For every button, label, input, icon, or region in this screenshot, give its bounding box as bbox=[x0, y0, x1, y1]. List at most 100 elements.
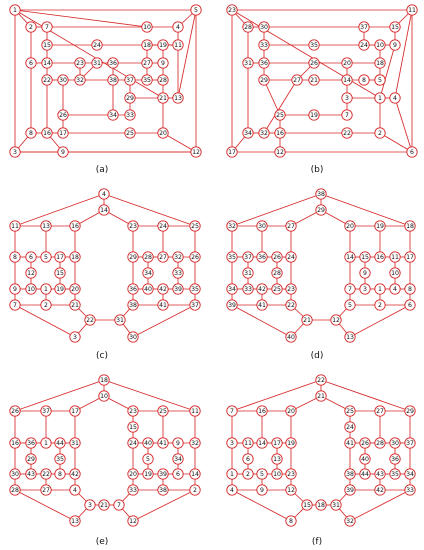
graph-node: 3 bbox=[69, 331, 81, 343]
graph-node: 21 bbox=[308, 74, 320, 86]
edge bbox=[231, 489, 292, 522]
node-label: 35 bbox=[56, 456, 64, 463]
graph-node: 6 bbox=[172, 468, 184, 480]
caption-d: (d) bbox=[311, 351, 324, 361]
node-circle bbox=[330, 314, 342, 326]
node-label: 8 bbox=[362, 77, 366, 84]
graph-node: 12 bbox=[285, 484, 297, 496]
graph-node: 23 bbox=[127, 220, 139, 232]
node-label: 29 bbox=[317, 207, 325, 214]
node-circle bbox=[9, 468, 21, 480]
node-circle bbox=[9, 405, 21, 417]
edge bbox=[162, 132, 197, 153]
node-label: 3 bbox=[345, 95, 349, 102]
node-circle bbox=[344, 437, 356, 449]
node-circle bbox=[127, 421, 139, 433]
node-circle bbox=[256, 405, 268, 417]
graph-node: 28 bbox=[271, 267, 283, 279]
graph-node: 17 bbox=[226, 146, 238, 158]
node-label: 10 bbox=[27, 286, 35, 293]
graph-node: 17 bbox=[57, 127, 69, 139]
node-label: 26 bbox=[191, 254, 199, 261]
node-label: 3 bbox=[363, 286, 367, 293]
node-label: 37 bbox=[126, 77, 134, 84]
edge bbox=[14, 193, 105, 227]
node-label: 32 bbox=[191, 440, 199, 447]
node-circle bbox=[315, 390, 327, 402]
node-label: 16 bbox=[276, 130, 284, 137]
graph-node: 33 bbox=[242, 283, 254, 295]
node-label: 2 bbox=[44, 302, 48, 309]
node-circle bbox=[9, 146, 21, 158]
graph-node: 13 bbox=[172, 92, 184, 104]
node-circle bbox=[57, 127, 69, 139]
graph-node: 10 bbox=[389, 267, 401, 279]
graph-node: 14 bbox=[41, 57, 53, 69]
node-label: 2 bbox=[29, 24, 33, 31]
node-circle bbox=[285, 515, 297, 527]
graph-node: 17 bbox=[69, 405, 81, 417]
node-label: 37 bbox=[406, 440, 414, 447]
edge bbox=[379, 44, 396, 99]
graph-node: 5 bbox=[40, 251, 52, 263]
node-circle bbox=[271, 267, 283, 279]
node-label: 39 bbox=[228, 302, 236, 309]
node-label: 41 bbox=[159, 440, 167, 447]
node-label: 21 bbox=[310, 77, 318, 84]
node-label: 33 bbox=[406, 487, 414, 494]
graph-node: 31 bbox=[114, 314, 126, 326]
graph-node: 9 bbox=[157, 57, 169, 69]
node-circle bbox=[189, 468, 201, 480]
node-circle bbox=[256, 468, 268, 480]
graph-node: 25 bbox=[271, 283, 283, 295]
graph-node: 18 bbox=[98, 374, 110, 386]
edge bbox=[14, 9, 164, 99]
node-circle bbox=[91, 57, 103, 69]
node-label: 41 bbox=[258, 302, 266, 309]
node-label: 43 bbox=[376, 471, 384, 478]
node-circle bbox=[142, 267, 154, 279]
graph-node: 43 bbox=[374, 468, 386, 480]
node-label: 34 bbox=[174, 456, 182, 463]
graph-node: 14 bbox=[256, 437, 268, 449]
node-circle bbox=[69, 299, 81, 311]
graph-node: 44 bbox=[54, 437, 66, 449]
graph-node: 8 bbox=[9, 251, 21, 263]
graph-node: 28 bbox=[142, 251, 154, 263]
node-circle bbox=[40, 299, 52, 311]
node-label: 29 bbox=[126, 95, 134, 102]
node-label: 34 bbox=[109, 112, 117, 119]
graph-node: 2 bbox=[242, 468, 254, 480]
node-label: 28 bbox=[273, 270, 281, 277]
graph-node: 32 bbox=[74, 74, 86, 86]
graph-node: 32 bbox=[258, 127, 270, 139]
node-circle bbox=[124, 92, 136, 104]
graph-node: 18 bbox=[69, 251, 81, 263]
node-label: 31 bbox=[244, 60, 252, 67]
graph-node: 2 bbox=[40, 299, 52, 311]
node-label: 35 bbox=[191, 286, 199, 293]
graph-node: 2 bbox=[189, 484, 201, 496]
node-label: 32 bbox=[260, 130, 268, 137]
node-circle bbox=[374, 57, 386, 69]
node-circle bbox=[25, 453, 37, 465]
graph-node: 7 bbox=[9, 299, 21, 311]
graph-node: 29 bbox=[315, 204, 327, 216]
node-label: 12 bbox=[129, 518, 137, 525]
graph-node: 44 bbox=[359, 468, 371, 480]
graph-node: 12 bbox=[274, 146, 286, 158]
graph-node: 5 bbox=[256, 468, 268, 480]
node-circle bbox=[358, 39, 370, 51]
node-circle bbox=[226, 283, 238, 295]
node-circle bbox=[127, 283, 139, 295]
graph-node: 40 bbox=[359, 453, 371, 465]
node-circle bbox=[226, 405, 238, 417]
node-circle bbox=[141, 57, 153, 69]
graph-node: 14 bbox=[98, 204, 110, 216]
node-circle bbox=[344, 283, 356, 295]
node-circle bbox=[359, 267, 371, 279]
graph-node: 6 bbox=[406, 146, 418, 158]
graph-node: 37 bbox=[404, 437, 416, 449]
graph-node: 9 bbox=[57, 146, 69, 158]
